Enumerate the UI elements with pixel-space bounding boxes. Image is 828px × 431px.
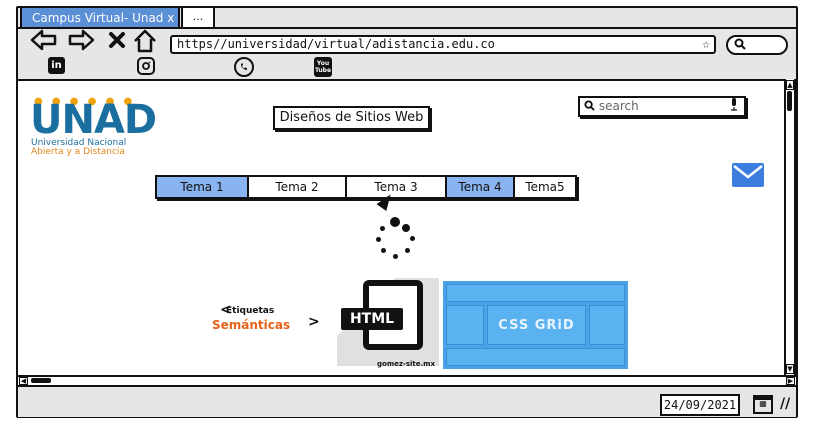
search-placeholder: search — [598, 99, 639, 113]
whatsapp-icon[interactable] — [234, 57, 254, 77]
semantic-tags-image: < Etiquetas Semánticas > — [212, 302, 324, 336]
logo-line2: Abierta y a Distancia — [31, 147, 125, 157]
microphone-icon[interactable] — [730, 98, 738, 116]
youtube-line2: Tube — [314, 67, 332, 74]
instagram-icon[interactable] — [137, 57, 155, 75]
vertical-scroll-thumb[interactable] — [787, 91, 792, 111]
date-display: 24/09/2021 — [660, 394, 740, 416]
youtube-icon[interactable]: You Tube — [314, 57, 332, 77]
scroll-left-icon[interactable]: ◀ — [19, 377, 28, 385]
search-icon — [584, 100, 595, 111]
new-tab-button[interactable]: ... — [181, 6, 215, 28]
forward-icon[interactable] — [67, 28, 95, 58]
youtube-line1: You — [316, 60, 330, 67]
unad-logo[interactable]: ● ● ● ● ● ● UNAD Universidad Nacional Ab… — [30, 96, 170, 158]
greater-than-glyph: > — [308, 314, 320, 330]
url-bar[interactable]: https//universidad/virtual/adistancia.ed… — [170, 35, 716, 54]
css-grid-label: CSS GRiD — [487, 305, 586, 345]
logo-word: UNAD — [30, 97, 157, 143]
browser-tab[interactable]: Campus Virtual- Unad x — [20, 6, 180, 28]
bookmark-star-icon[interactable]: ☆ — [702, 37, 710, 52]
browser-search-button[interactable] — [726, 35, 788, 55]
semantic-tags-line2: Semánticas — [212, 318, 291, 332]
page-title: Diseños de Sitios Web — [273, 106, 430, 130]
scroll-right-icon[interactable]: ▶ — [786, 377, 795, 385]
scroll-up-icon[interactable]: ▲ — [786, 80, 794, 90]
tab-tema-2[interactable]: Tema 2 — [249, 177, 347, 197]
semantic-tags-line1: Etiquetas — [226, 306, 275, 316]
tab-tema-4[interactable]: Tema 4 — [447, 177, 515, 197]
search-icon — [734, 38, 746, 51]
vertical-scrollbar[interactable]: ▲ ▼ — [784, 79, 796, 375]
topic-tabs: Tema 1 Tema 2 Tema 3 Tema 4 Tema5 — [155, 175, 577, 199]
loading-spinner-icon — [370, 212, 422, 264]
tab-tema-5[interactable]: Tema5 — [525, 180, 565, 194]
tab-tema-1[interactable]: Tema 1 — [157, 177, 249, 197]
tab-tema-3[interactable]: Tema 3 — [347, 177, 447, 197]
tab-bar-divider — [16, 27, 798, 29]
less-than-glyph: < — [220, 302, 232, 318]
resize-grip-icon[interactable]: // — [780, 396, 791, 412]
horizontal-scrollbar[interactable]: ◀ ▶ — [18, 375, 796, 387]
html-file-image: HTML gomez-site.mx — [337, 278, 439, 370]
home-icon[interactable] — [132, 28, 158, 60]
html-label: HTML — [341, 308, 403, 330]
scroll-down-icon[interactable]: ▼ — [786, 364, 794, 374]
mail-icon[interactable] — [732, 163, 764, 187]
search-input[interactable]: search — [578, 96, 746, 117]
html-site-credit: gomez-site.mx — [377, 360, 435, 368]
url-text: https//universidad/virtual/adistancia.ed… — [177, 37, 495, 51]
horizontal-scroll-thumb[interactable] — [31, 378, 51, 383]
css-grid-image: CSS GRiD — [443, 281, 628, 369]
calendar-icon[interactable]: ▦ — [753, 395, 773, 414]
close-icon[interactable] — [108, 28, 126, 58]
logo-dots: ● ● ● ● ● ● — [34, 96, 136, 107]
linkedin-icon[interactable]: in — [48, 57, 65, 74]
logo-line1: Universidad Nacional — [31, 138, 127, 148]
back-icon[interactable] — [30, 28, 58, 58]
